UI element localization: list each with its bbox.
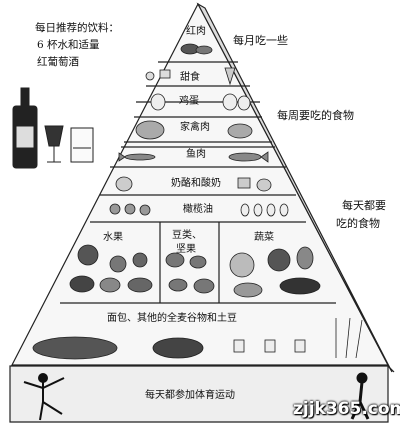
cheese-image [115, 176, 272, 192]
poultry-image [135, 120, 253, 140]
tier-label-eggs: 鸡蛋 [179, 96, 199, 107]
wine-bottle-image [12, 87, 38, 169]
recommendation-title: 每日推荐的饮料： [35, 22, 119, 34]
side-label-weekly: 每周要吃的食物 [277, 109, 354, 122]
tier-label-legumes: 豆类、 [172, 230, 202, 241]
exercise-figure-left [23, 373, 65, 421]
olives-image [109, 203, 289, 217]
side-label-monthly: 每月吃一些 [233, 34, 288, 47]
eggs-image [150, 93, 251, 111]
tier-label-grains: 面包、其他的全麦谷物和土豆 [107, 313, 237, 324]
legumes-nuts-image [165, 252, 215, 294]
side-label-daily-1: 每天都要 [342, 199, 386, 212]
tier-label-red-meat: 红肉 [186, 26, 206, 37]
tier-label-poultry: 家禽肉 [180, 122, 210, 133]
fish-image [118, 151, 269, 163]
tier-label-cheese-yogurt: 奶酪和酸奶 [171, 178, 221, 189]
grains-image [32, 317, 363, 360]
watermark-text: zjjk365.com [293, 399, 400, 419]
tier-label-exercise: 每天都参加体育运动 [145, 390, 235, 401]
pyramid-right-face [196, 2, 393, 373]
pyramid-base [9, 365, 389, 423]
vegetables-image [229, 246, 321, 298]
sweets-image [145, 67, 236, 86]
tier-label-nuts: 坚果 [176, 244, 196, 255]
tier-label-olive-oil: 橄榄油 [183, 204, 213, 215]
fruits-image [69, 244, 153, 293]
recommendation-line-2: 红葡萄酒 [37, 56, 79, 68]
red-meat-image [180, 43, 213, 55]
tier-label-sweets: 甜食 [180, 72, 200, 83]
recommendation-line-1: 6 杯水和适量 [37, 39, 100, 51]
wine-glasses-image [44, 125, 94, 163]
tier-label-fish: 鱼肉 [186, 149, 206, 160]
tier-label-vegetables: 蔬菜 [254, 232, 274, 243]
side-label-daily-2: 吃的食物 [336, 217, 380, 230]
exercise-figure-right [350, 372, 370, 420]
tier-label-fruits: 水果 [103, 232, 123, 243]
pyramid-structure [9, 2, 395, 423]
